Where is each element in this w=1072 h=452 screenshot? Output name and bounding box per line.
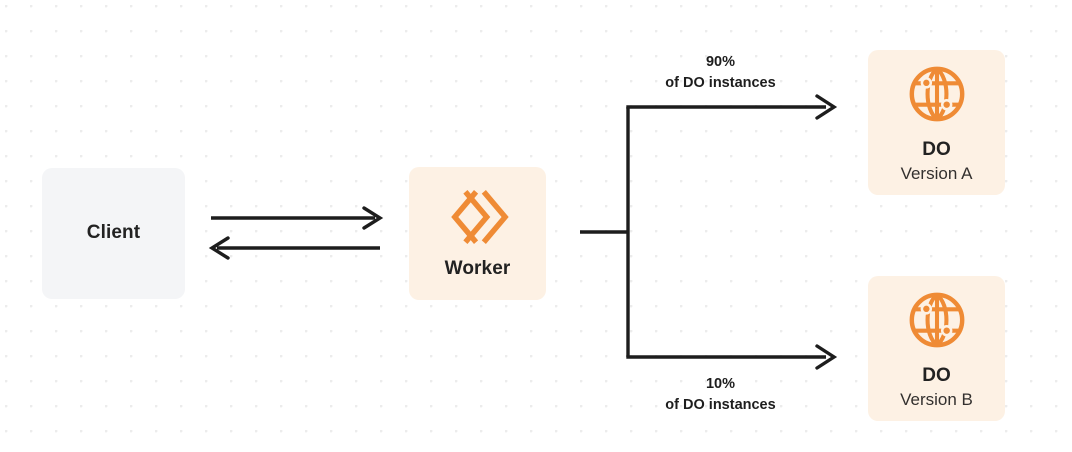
globe-icon — [906, 61, 968, 125]
node-do-a-label: DO — [922, 138, 951, 160]
edge-client-to-worker — [211, 206, 384, 230]
edge-worker-to-do-a — [626, 94, 838, 120]
node-client-label: Client — [86, 222, 141, 244]
node-do-version-a: DO Version A — [868, 50, 1005, 195]
edge-label-do-a: 90% of DO instances — [598, 52, 843, 94]
node-worker: Worker — [409, 167, 546, 300]
edge-worker-to-client — [208, 236, 380, 260]
node-client: Client — [42, 168, 185, 299]
edge-label-do-b-percent: 10% — [705, 376, 736, 392]
edge-label-do-a-description: of DO instances — [665, 75, 776, 92]
edge-label-do-a-percent: 90% — [705, 54, 736, 70]
globe-icon — [906, 287, 968, 351]
node-do-a-sublabel: Version A — [900, 163, 973, 183]
edge-label-do-b: 10% of DO instances — [598, 374, 843, 416]
edge-worker-branch-trunk — [580, 107, 630, 357]
node-do-version-b: DO Version B — [868, 276, 1005, 421]
node-do-b-sublabel: Version B — [900, 389, 973, 409]
cloudflare-workers-icon — [447, 186, 509, 248]
node-worker-label: Worker — [444, 258, 511, 280]
edge-label-do-b-description: of DO instances — [665, 397, 776, 414]
edge-worker-to-do-b — [626, 344, 838, 370]
node-do-b-label: DO — [922, 364, 951, 386]
